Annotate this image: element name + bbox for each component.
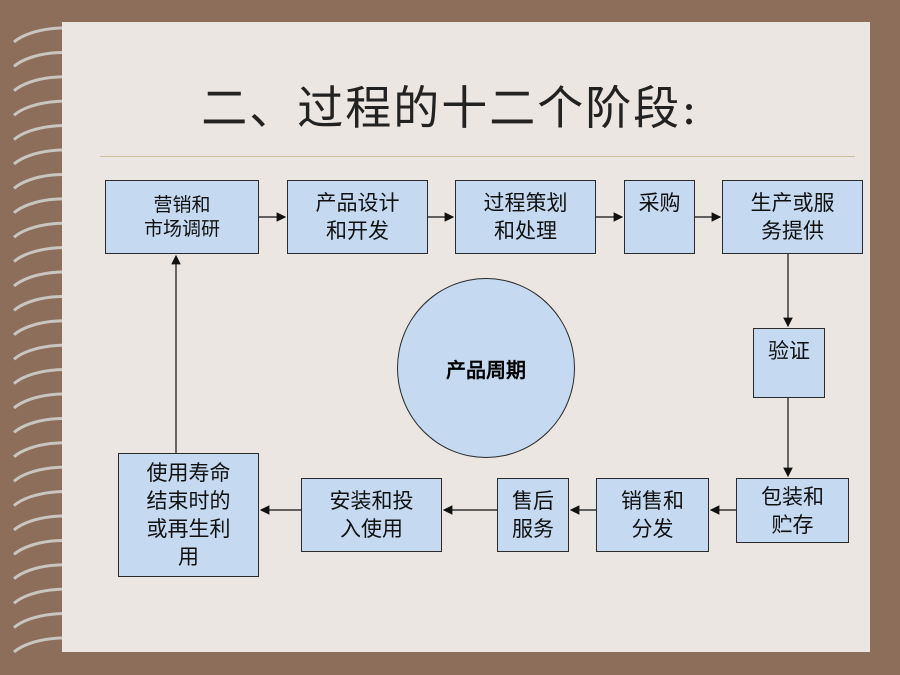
stage-after-sales-service: 售后 服务 (497, 478, 569, 552)
stage-marketing-research: 营销和 市场调研 (105, 180, 259, 254)
product-cycle-circle: 产品周期 (397, 278, 575, 458)
stage-sales-distribution: 销售和 分发 (596, 478, 709, 552)
title-divider (100, 156, 855, 157)
stage-purchasing: 采购 (624, 180, 695, 254)
stage-production: 生产或服 务提供 (722, 180, 863, 254)
slide-title: 二、过程的十二个阶段: (201, 81, 699, 135)
stage-verification: 验证 (753, 328, 825, 398)
stage-product-design: 产品设计 和开发 (287, 180, 428, 254)
stage-installation: 安装和投 入使用 (301, 478, 442, 552)
stage-end-of-life-recycling: 使用寿命 结束时的 或再生利 用 (118, 453, 259, 577)
stage-process-planning: 过程策划 和处理 (455, 180, 596, 254)
stage-packaging-storage: 包装和 贮存 (736, 478, 849, 543)
